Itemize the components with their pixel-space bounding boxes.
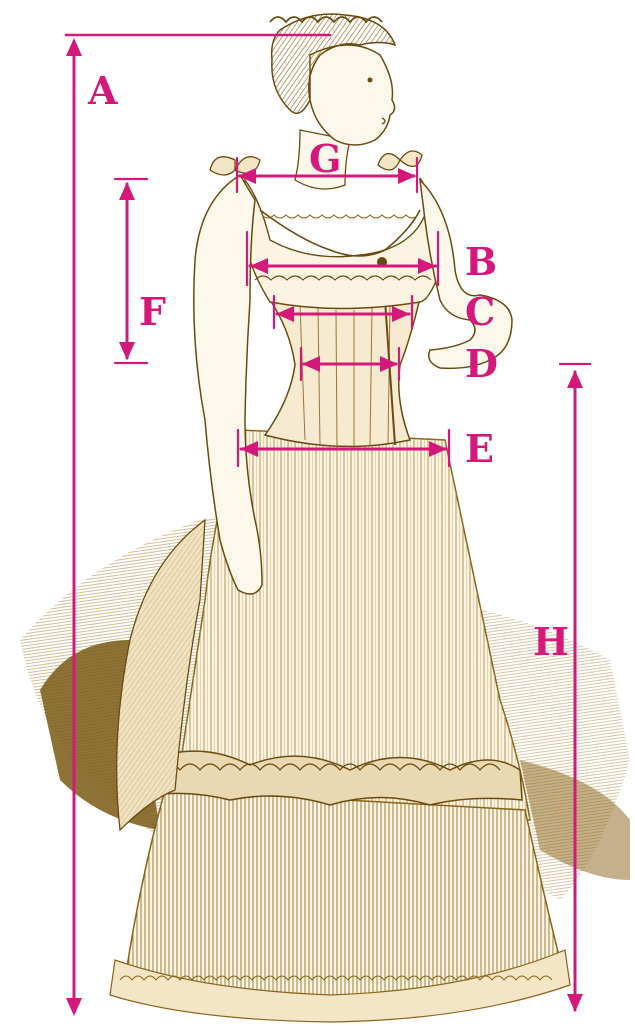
label-d: D [465,345,498,383]
label-b: B [465,243,497,281]
label-c: C [465,293,495,331]
label-h: H [533,623,569,661]
skirt [110,430,570,1022]
chemise [245,178,441,309]
label-f: F [139,293,166,331]
label-g: G [309,140,341,178]
label-a: A [88,72,117,110]
label-e: E [465,430,494,468]
corset [265,298,420,448]
measure-line-f [115,179,147,363]
